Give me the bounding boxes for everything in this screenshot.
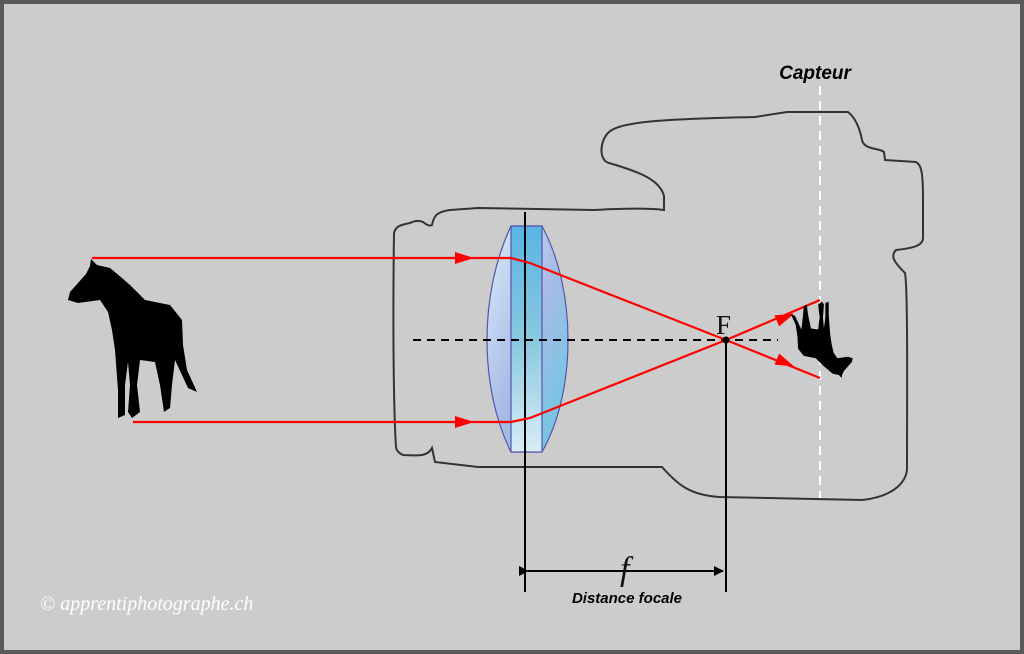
arrow-icon	[455, 416, 474, 428]
focal-point-label: F	[716, 310, 731, 340]
light-rays	[92, 256, 821, 424]
arrow-icon	[455, 252, 474, 264]
focal-point	[722, 336, 730, 344]
horse-icon	[68, 259, 197, 418]
arrow-icon	[774, 313, 795, 327]
ray-bottom	[133, 298, 821, 424]
inverted-horse-icon	[790, 301, 853, 378]
focal-symbol: f	[620, 551, 634, 588]
ray-arrows	[455, 252, 795, 428]
focal-distance-label: Distance focale	[572, 590, 682, 607]
arrow-icon	[774, 353, 795, 367]
ray-top	[92, 256, 821, 380]
sensor-label: Capteur	[779, 63, 852, 84]
camera-outline	[392, 111, 924, 502]
copyright-text: © apprentiphotographe.ch	[40, 593, 253, 615]
